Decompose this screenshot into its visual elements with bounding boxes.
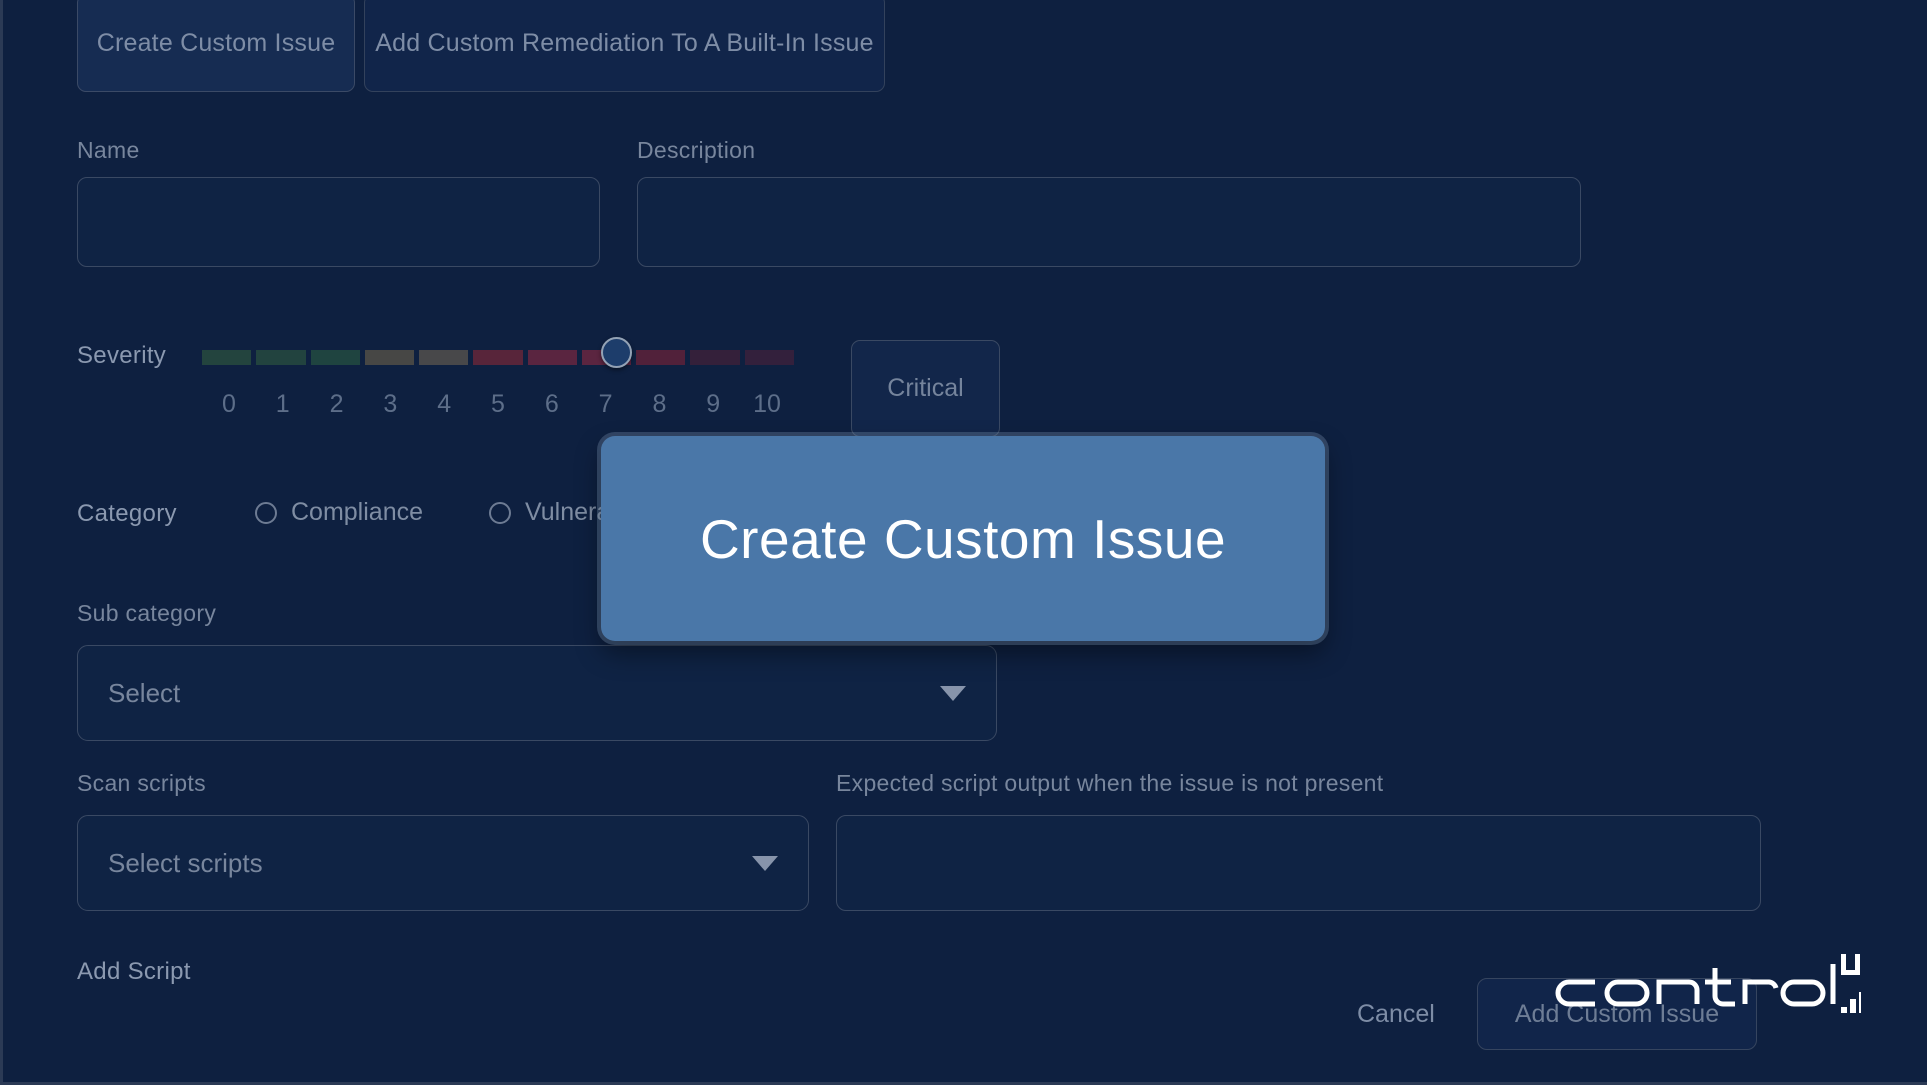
severity-segment[interactable] <box>473 350 523 365</box>
tab-add-custom-remediation[interactable]: Add Custom Remediation To A Built-In Iss… <box>364 0 885 92</box>
category-radio-group: Compliance Vulnerabi <box>255 498 630 527</box>
name-label: Name <box>77 137 140 163</box>
severity-label: Severity <box>77 342 167 369</box>
radio-button-icon[interactable] <box>255 501 277 524</box>
severity-tick: 3 <box>383 390 398 418</box>
severity-segment[interactable] <box>310 350 360 365</box>
severity-slider[interactable] <box>202 337 794 368</box>
severity-tick: 9 <box>706 390 721 418</box>
category-option-compliance[interactable]: Compliance <box>255 498 423 527</box>
description-input[interactable] <box>637 177 1581 267</box>
severity-tick: 0 <box>221 390 236 418</box>
severity-tick: 6 <box>544 390 559 418</box>
severity-segment[interactable] <box>364 350 415 365</box>
tab-bar: Create Custom Issue Add Custom Remediati… <box>77 0 885 92</box>
tooltip-overlay: Create Custom Issue <box>601 436 1325 641</box>
severity-segment[interactable] <box>256 350 306 365</box>
severity-badge: Critical <box>851 340 1000 437</box>
sub-category-select[interactable]: Select <box>77 645 997 741</box>
category-option-label: Compliance <box>291 498 424 526</box>
radio-button-icon[interactable] <box>489 501 512 524</box>
sub-category-value: Select <box>108 677 181 708</box>
chevron-down-icon[interactable] <box>940 685 966 701</box>
severity-segment[interactable] <box>419 350 469 365</box>
severity-tick: 4 <box>437 390 452 418</box>
slider-thumb-icon[interactable] <box>600 337 632 368</box>
scan-scripts-value: Select scripts <box>108 847 263 878</box>
severity-tick: 1 <box>275 390 290 418</box>
severity-track[interactable] <box>202 350 794 365</box>
category-label: Category <box>77 500 177 527</box>
severity-tick-labels: 0 1 2 3 4 5 6 7 8 9 10 <box>202 390 794 419</box>
add-custom-issue-button[interactable]: Add Custom Issue <box>1477 978 1757 1050</box>
description-label: Description <box>637 137 756 163</box>
severity-segment[interactable] <box>527 350 577 365</box>
severity-tick: 8 <box>652 390 667 418</box>
add-script-link[interactable]: Add Script <box>77 958 191 985</box>
expected-output-label: Expected script output when the issue is… <box>836 770 1384 796</box>
controlup-logo-icon <box>1555 954 1865 1013</box>
scan-scripts-select[interactable]: Select scripts <box>77 815 809 911</box>
severity-segment[interactable] <box>744 350 794 365</box>
severity-tick: 10 <box>753 390 781 418</box>
severity-segment[interactable] <box>690 350 740 365</box>
severity-segment[interactable] <box>202 350 252 365</box>
cancel-button[interactable]: Cancel <box>1357 1000 1435 1028</box>
name-input[interactable] <box>77 177 600 267</box>
severity-segment[interactable] <box>636 350 686 365</box>
sub-category-label: Sub category <box>77 600 217 626</box>
scan-scripts-label: Scan scripts <box>77 770 206 796</box>
tab-create-custom-issue[interactable]: Create Custom Issue <box>77 0 355 92</box>
expected-output-input[interactable] <box>836 815 1761 911</box>
severity-tick: 2 <box>329 390 344 418</box>
tooltip-text: Create Custom Issue <box>699 507 1227 570</box>
controlup-logo <box>1555 952 1865 1024</box>
severity-tick: 7 <box>598 390 613 418</box>
severity-tick: 5 <box>491 390 505 418</box>
chevron-down-icon[interactable] <box>752 855 778 871</box>
